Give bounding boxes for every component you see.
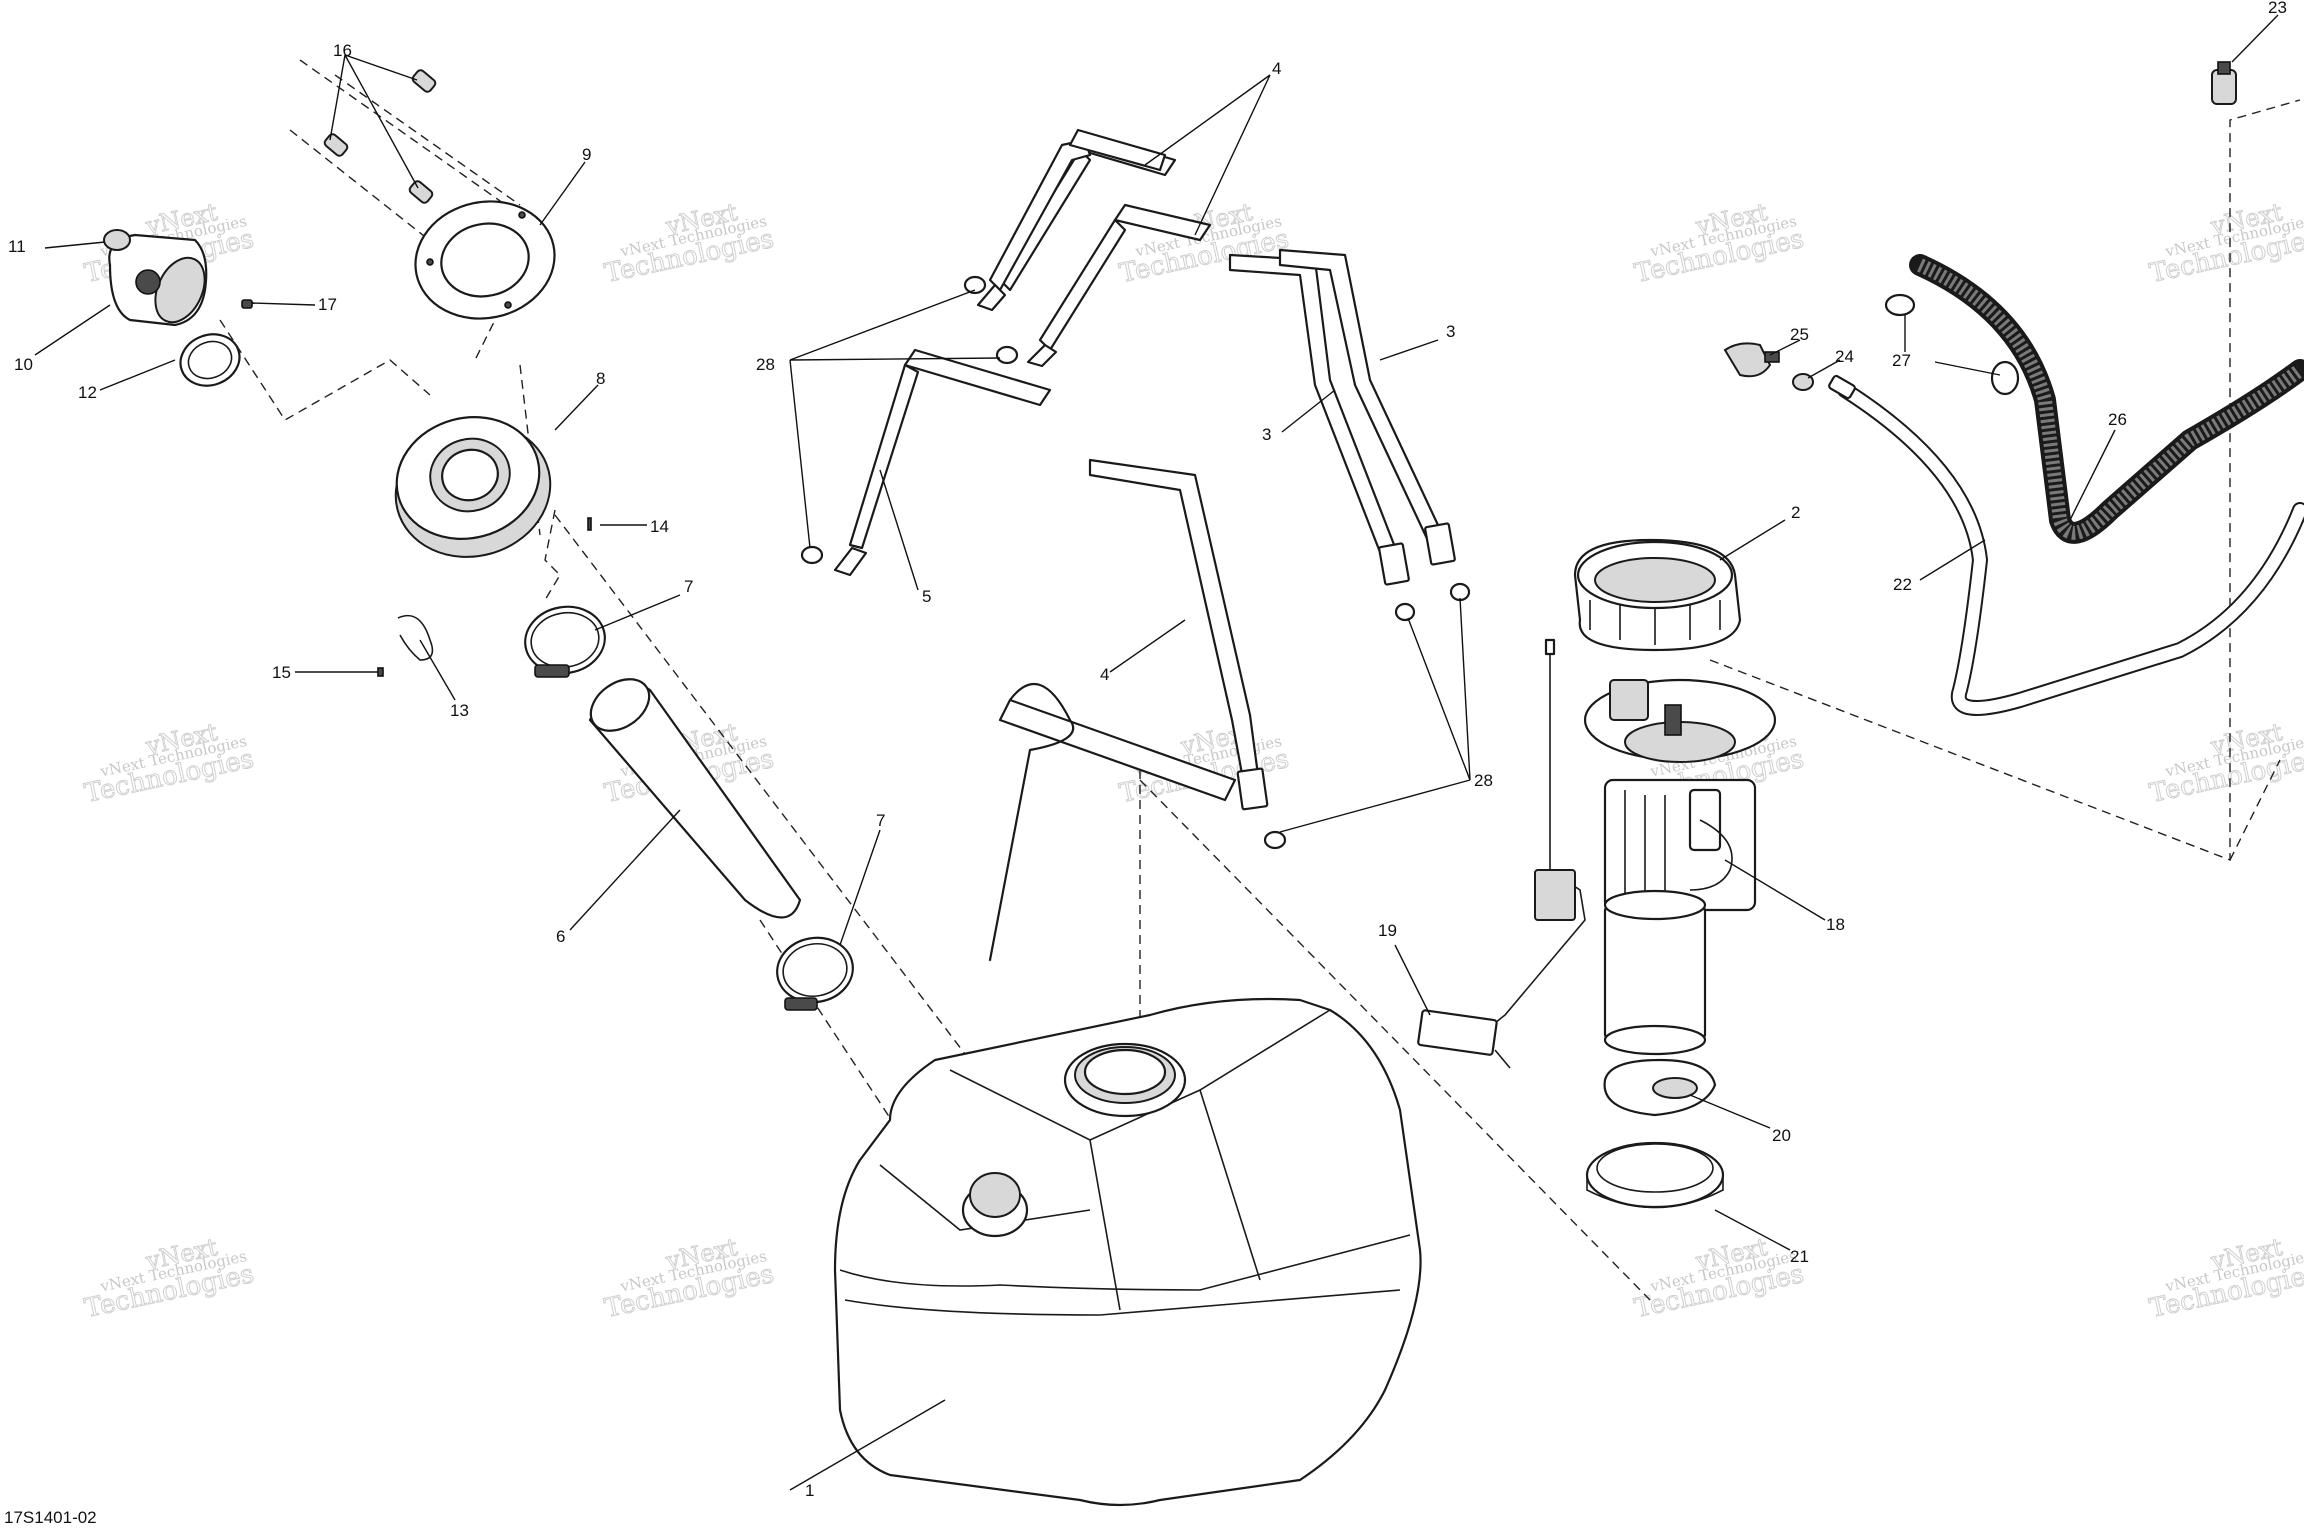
callout-7a: 7 (684, 577, 693, 596)
part-21-seal-ring (1585, 1141, 1725, 1209)
part-13-tether (397, 614, 434, 661)
callout-18: 18 (1826, 915, 1845, 934)
callout-4a: 4 (1272, 59, 1281, 78)
part-4-strap-left (976, 128, 1167, 312)
callout-2: 2 (1791, 503, 1800, 522)
callout-9: 9 (582, 145, 591, 164)
callout-24: 24 (1835, 347, 1854, 366)
part-4-strap-front (1026, 203, 1212, 368)
callout-10: 10 (14, 355, 33, 374)
part-11-cap-plug (103, 229, 131, 251)
callout-22: 22 (1893, 575, 1912, 594)
part-3-strap-b (1278, 248, 1456, 566)
figure-id: 17S1401-02 (4, 1508, 97, 1527)
part-27-hose-clamps (1884, 293, 2020, 396)
callout-13: 13 (450, 701, 469, 720)
callout-20: 20 (1772, 1126, 1791, 1145)
leader-lines (34, 14, 2279, 1491)
part-20-gasket-plate (1603, 1058, 1717, 1117)
part-28-clips (800, 275, 1471, 850)
callout-16: 16 (333, 41, 352, 60)
callout-6: 6 (556, 927, 565, 946)
part-7-clamp-upper (524, 605, 606, 678)
part-23-fitting (2211, 61, 2237, 105)
part-2-lock-ring (1573, 538, 1742, 652)
callout-28a: 28 (756, 355, 775, 374)
callout-21: 21 (1790, 1247, 1809, 1266)
part-3-strap-a (1228, 253, 1410, 586)
callout-labels: 1 2 3 3 4 4 4 5 6 7 7 8 9 10 11 12 13 14… (8, 0, 2287, 1500)
callout-26: 26 (2108, 410, 2127, 429)
callout-7b: 7 (876, 811, 885, 830)
callout-8: 8 (596, 369, 605, 388)
part-12-gasket (179, 333, 241, 387)
callout-11: 11 (8, 237, 26, 256)
callout-17: 17 (318, 295, 337, 314)
callout-27: 27 (1892, 351, 1911, 370)
callout-15: 15 (272, 663, 291, 682)
part-14-pin (587, 517, 592, 531)
part-18-fuel-pump (1583, 678, 1777, 1056)
part-6-filler-hose (588, 678, 802, 919)
part-7-clamp-lower (776, 936, 854, 1011)
part-25-elbow-fitting (1723, 342, 1780, 378)
part-26-corrugated-hose (1909, 254, 2304, 544)
callout-25: 25 (1790, 325, 1809, 344)
callout-28b: 28 (1474, 771, 1493, 790)
callout-14: 14 (650, 517, 669, 536)
part-15-screw (377, 667, 384, 677)
part-22-fuel-hose (1828, 374, 2304, 716)
part-8-filler-housing (394, 416, 552, 558)
part-1-fuel-tank (833, 997, 1422, 1507)
callout-1: 1 (805, 1481, 814, 1500)
part-4-strap-right (1088, 458, 1269, 811)
part-17-screw (241, 299, 253, 309)
callout-4b: 4 (1100, 665, 1109, 684)
part-10-fuel-cap (108, 233, 208, 327)
callout-19: 19 (1378, 921, 1397, 940)
callout-12: 12 (78, 383, 97, 402)
callout-3b: 3 (1262, 425, 1271, 444)
part-19-level-sensor (1417, 638, 1586, 1069)
part-9-mounting-plate (414, 200, 556, 320)
callout-5: 5 (922, 587, 931, 606)
callout-23: 23 (2268, 0, 2287, 17)
callout-3a: 3 (1446, 322, 1455, 341)
part-5-strap (833, 348, 1052, 577)
